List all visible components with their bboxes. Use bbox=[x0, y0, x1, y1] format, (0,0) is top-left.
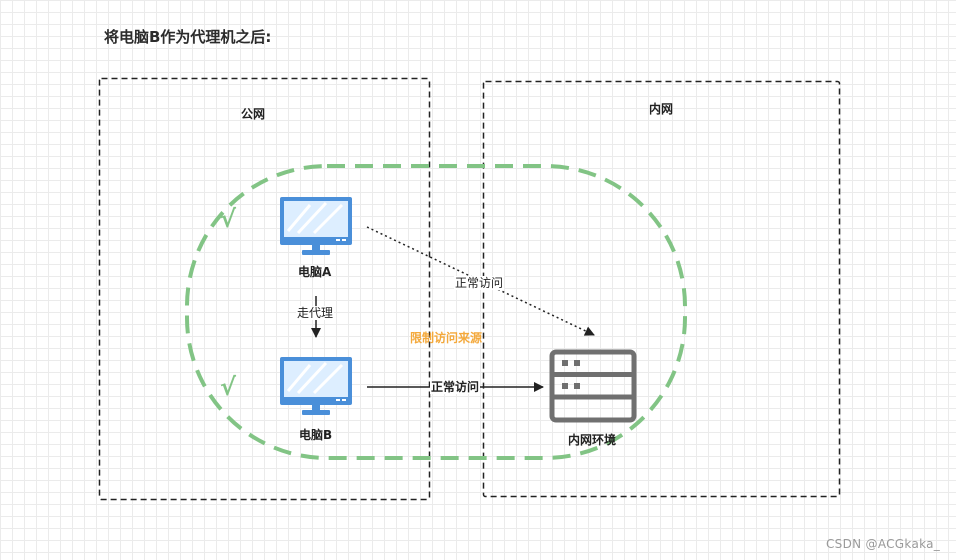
computer-a-icon bbox=[280, 197, 352, 255]
diagram-title: 将电脑B作为代理机之后: bbox=[104, 28, 272, 46]
server-label: 内网环境 bbox=[568, 433, 617, 447]
computer-a-label: 电脑A bbox=[298, 265, 332, 279]
proxy-edge-label: 走代理 bbox=[296, 306, 335, 320]
computer-b-label: 电脑B bbox=[299, 428, 333, 442]
intranet-zone-box bbox=[482, 80, 841, 498]
check-mark-icon: √ bbox=[220, 205, 237, 233]
public-zone-label: 公网 bbox=[241, 107, 266, 121]
computer-b-icon bbox=[280, 357, 352, 415]
watermark: CSDN @ACGkaka_ bbox=[826, 537, 941, 551]
check-mark-icon: √ bbox=[220, 373, 237, 401]
access-edge-label-b: 正常访问 bbox=[430, 380, 481, 394]
intranet-zone-label: 内网 bbox=[649, 102, 674, 116]
public-zone-box bbox=[98, 77, 431, 501]
restriction-boundary bbox=[185, 164, 687, 460]
server-icon bbox=[549, 349, 637, 423]
restriction-label: 限制访问来源 bbox=[410, 331, 483, 345]
access-edge-label-a: 正常访问 bbox=[454, 276, 505, 290]
